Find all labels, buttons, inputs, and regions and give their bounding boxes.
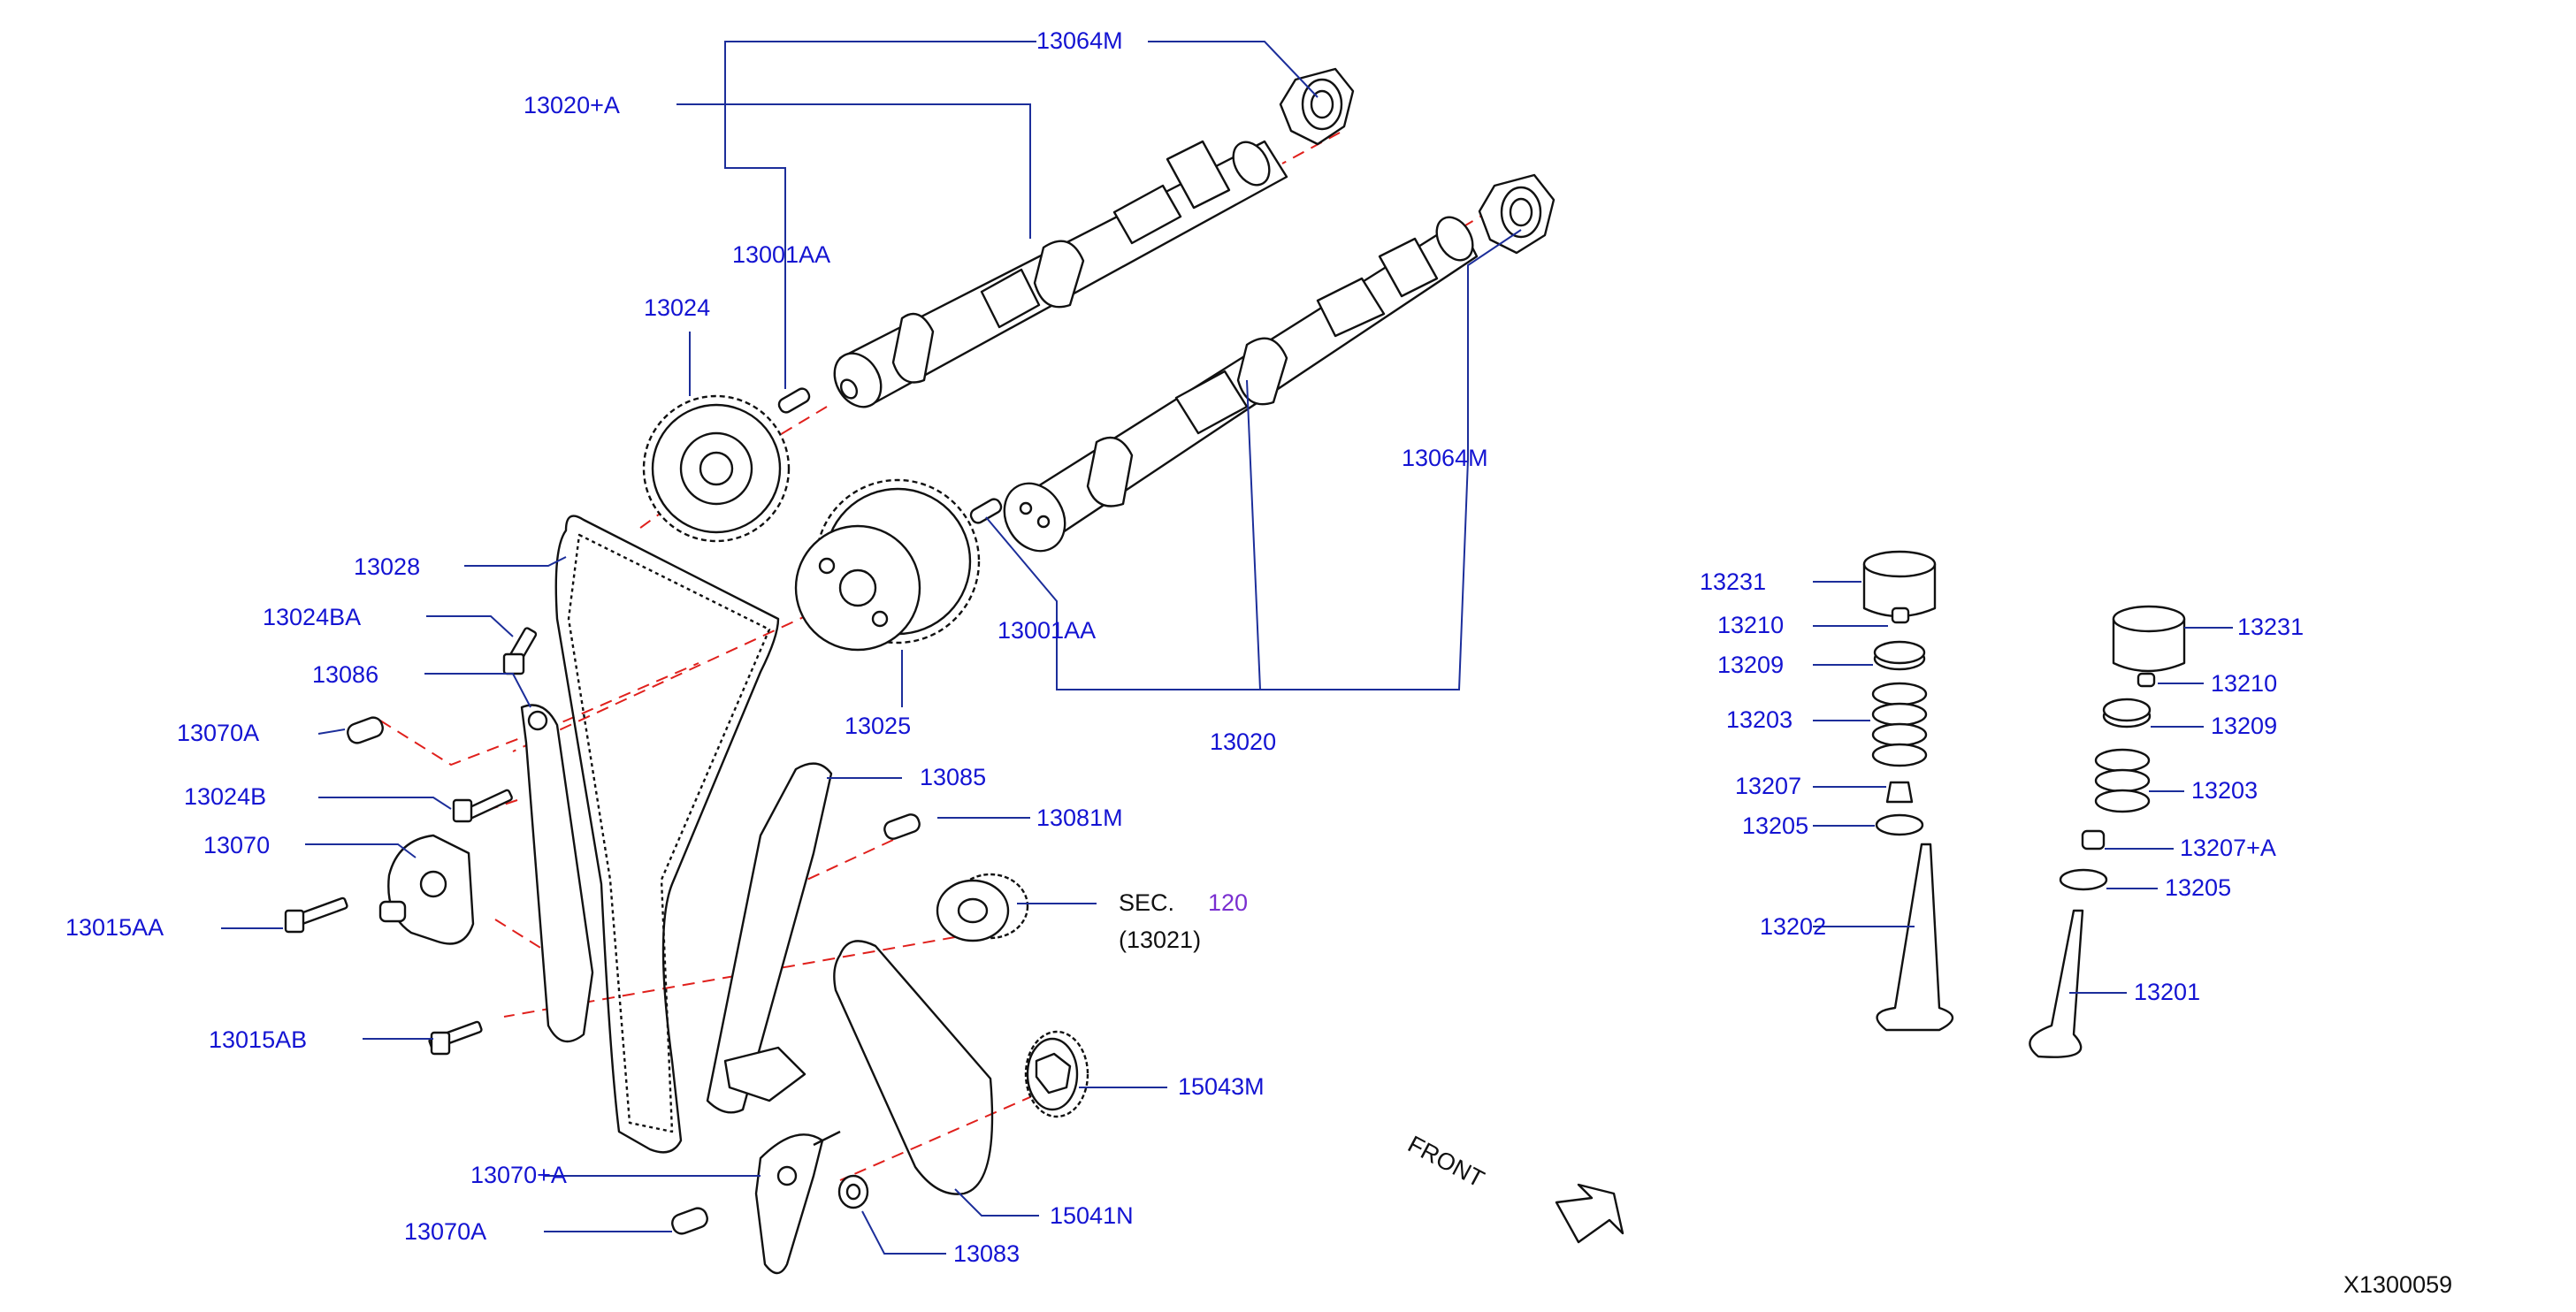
callout-13203-left: 13203 <box>1726 706 1792 733</box>
front-arrow <box>1555 1183 1624 1244</box>
callout-13001aa-top: 13001AA <box>732 241 830 268</box>
callout-13209-left: 13209 <box>1717 652 1784 678</box>
callout-13210-left: 13210 <box>1717 612 1784 638</box>
callout-13083: 13083 <box>953 1240 1020 1267</box>
callout-13025: 13025 <box>845 713 911 739</box>
callout-13070a-upper: 13070A <box>177 720 259 746</box>
callout-13231-right: 13231 <box>2237 614 2304 640</box>
front-label: FRONT <box>1403 1131 1488 1193</box>
callout-13203-right: 13203 <box>2191 777 2258 804</box>
callout-sec-prefix: SEC. <box>1119 889 1174 916</box>
oil-pump-chain-guide <box>754 1130 841 1275</box>
callout-sec-number: 120 <box>1208 889 1248 916</box>
callout-13086: 13086 <box>312 661 378 688</box>
callout-13020: 13020 <box>1210 728 1276 755</box>
callout-13209-right: 13209 <box>2211 713 2277 739</box>
callout-13015aa: 13015AA <box>65 914 164 941</box>
chain-slack-guide <box>520 704 594 1043</box>
bolts <box>284 627 538 1056</box>
callout-13207: 13207 <box>1735 773 1801 799</box>
intake-sprocket <box>642 394 791 543</box>
crank-sprocket <box>936 873 1029 942</box>
callout-13070: 13070 <box>203 832 270 858</box>
callout-13015ab: 13015AB <box>209 1026 307 1053</box>
callout-13070a-plus: 13070+A <box>470 1162 567 1188</box>
callout-13210-right: 13210 <box>2211 670 2277 697</box>
callout-13064m-top: 13064M <box>1036 27 1123 54</box>
callout-13202: 13202 <box>1760 913 1826 940</box>
callout-13070a-lower: 13070A <box>404 1218 486 1245</box>
diagram-id: X1300059 <box>2343 1271 2452 1298</box>
lower-exhaust-sprocket <box>1478 173 1556 255</box>
upper-exhaust-sprocket <box>1279 67 1355 146</box>
callout-13024ba: 13024BA <box>263 604 361 630</box>
callout-13201: 13201 <box>2134 979 2200 1005</box>
callout-labels: 13064M 13020+A 13001AA 13024 13064M 1302… <box>65 27 2452 1298</box>
callout-13020a: 13020+A <box>524 92 620 118</box>
callout-13205-left: 13205 <box>1742 812 1808 839</box>
callout-15043m: 15043M <box>1178 1073 1265 1100</box>
upper-camshaft <box>833 140 1288 408</box>
callout-13024: 13024 <box>644 294 710 321</box>
callout-13207a: 13207+A <box>2180 835 2276 861</box>
callout-sec-sub: (13021) <box>1119 927 1201 953</box>
callout-13081m: 13081M <box>1036 805 1123 831</box>
callout-13064m-right: 13064M <box>1402 445 1488 471</box>
leader-lines <box>221 41 2233 1255</box>
primary-timing-chain <box>554 515 780 1154</box>
chain-tensioner <box>378 834 475 945</box>
callout-13028: 13028 <box>354 553 420 580</box>
callout-13001aa-mid: 13001AA <box>998 617 1096 644</box>
callout-13024b: 13024B <box>184 783 266 810</box>
dowel-pins <box>777 387 1003 524</box>
callout-13205-right: 13205 <box>2165 874 2231 901</box>
vtc-sprocket <box>794 478 981 652</box>
callout-15041n: 15041N <box>1050 1202 1134 1229</box>
callout-13231-left: 13231 <box>1700 568 1766 595</box>
callout-13085: 13085 <box>920 764 986 790</box>
spacer <box>837 1174 869 1209</box>
chain-tension-guide <box>706 762 833 1114</box>
valve-train-left <box>1862 550 1954 1032</box>
oil-pump-chain <box>833 940 994 1195</box>
valve-train-right <box>2029 605 2186 1058</box>
oil-pump-sprocket <box>1024 1030 1089 1118</box>
pins <box>347 716 921 1235</box>
